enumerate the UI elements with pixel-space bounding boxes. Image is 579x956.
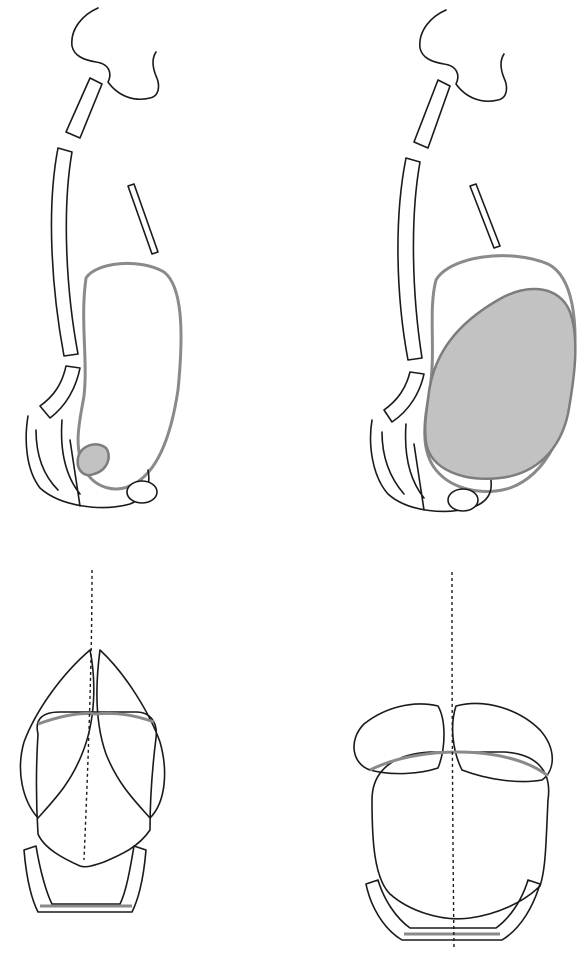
left-wing <box>20 650 93 818</box>
right-wing <box>97 650 165 818</box>
column-segment <box>51 148 78 356</box>
base-inner <box>36 420 80 506</box>
left-wing-2 <box>354 704 444 774</box>
panel-lateral-small <box>26 8 181 507</box>
face-profile-2 <box>420 10 507 101</box>
frontal-base <box>24 846 146 912</box>
frontal-body <box>37 712 157 867</box>
midline-dotted-2 <box>452 572 454 950</box>
shaded-region-small <box>78 444 109 475</box>
panel-lateral-large <box>371 10 576 511</box>
oval-marker-2 <box>448 489 478 511</box>
base-inner-2 <box>382 424 424 510</box>
panel-frontal-large <box>354 572 552 950</box>
jaw-segment-2 <box>414 80 450 148</box>
jaw-segment <box>66 78 102 138</box>
panel-frontal-small <box>20 570 164 912</box>
lower-segment <box>40 366 80 418</box>
column-segment-2 <box>398 158 422 360</box>
oval-marker <box>127 481 157 503</box>
shaded-region-large <box>425 289 575 479</box>
frontal-crossbar <box>38 713 154 724</box>
detached-bar-2 <box>470 184 500 248</box>
lower-segment-2 <box>384 372 424 422</box>
face-profile <box>72 8 159 99</box>
detached-bar <box>128 184 158 254</box>
